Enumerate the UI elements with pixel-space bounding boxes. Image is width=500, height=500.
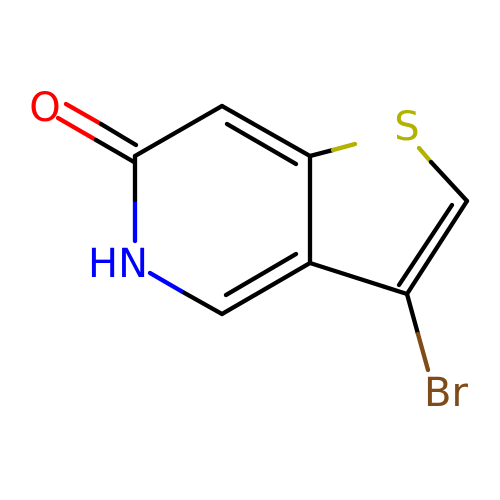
bond-c3a-c4 — [219, 260, 313, 317]
bond-s1-c2-a — [416, 145, 434, 165]
carbonyl-bond-line-1b — [93, 137, 137, 165]
bond-c2-c3-inner — [396, 202, 455, 288]
carbonyl-bond-line-2b — [98, 121, 139, 148]
bond-c7a-s1-b — [330, 141, 358, 153]
bond-c3-br-a — [404, 291, 421, 337]
carbonyl-bond-line-1a — [55, 115, 99, 143]
bond-c7-c7a-inner — [224, 121, 299, 167]
bond-c3a-c4-inner — [223, 251, 299, 298]
bromine-atom-label: Br — [424, 370, 468, 416]
sulfur-atom-label: S — [394, 104, 419, 150]
bond-c4-n5-a — [178, 288, 225, 317]
carbonyl-bond-line-2a — [63, 101, 104, 127]
carbonyl-double-bond — [55, 101, 139, 165]
bond-c6-c7 — [132, 103, 225, 159]
bond-c3-c3a — [307, 260, 410, 297]
bond-c7-c7a — [219, 103, 313, 159]
bond-c3-br-b — [415, 331, 431, 373]
bond-s1-c2-b — [428, 159, 470, 204]
bond-c2-c3 — [404, 198, 470, 297]
bond-c7a-s1-a — [307, 147, 336, 159]
nitrogen-atom-label: HN — [88, 241, 148, 287]
bond-c4-n5-b — [147, 270, 184, 294]
oxygen-atom-label: O — [29, 85, 60, 131]
